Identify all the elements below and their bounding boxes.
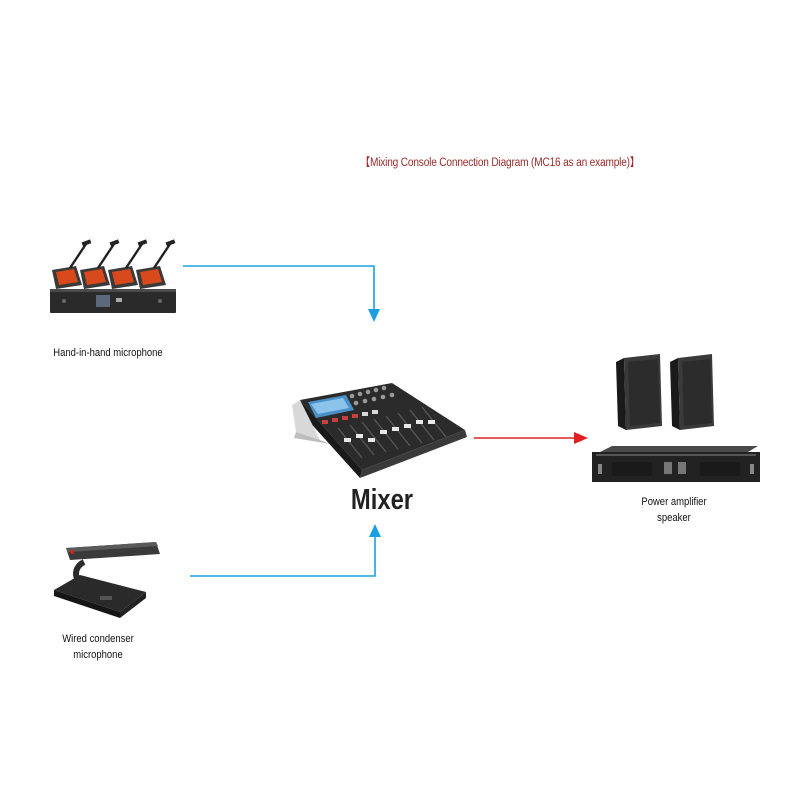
arrow-amp-head bbox=[574, 432, 588, 444]
conference-unit-icon bbox=[108, 239, 148, 289]
conference-unit-icon bbox=[80, 239, 120, 289]
arrow-wired-head bbox=[369, 524, 381, 537]
wired-microphone-label-line2: microphone bbox=[73, 649, 123, 661]
mixer-label: Mixer bbox=[350, 484, 414, 516]
amplifier-label-line1: Power amplifier bbox=[641, 496, 707, 508]
speaker-icon bbox=[616, 354, 662, 430]
arrow-wired-to-mixer bbox=[190, 534, 376, 577]
receiver-rack-icon bbox=[50, 289, 176, 313]
amplifier-label-line2: speaker bbox=[657, 512, 691, 524]
amplifier-icon bbox=[592, 446, 760, 482]
speaker-icon bbox=[670, 354, 714, 430]
handheld-microphone-label: Hand-in-hand microphone bbox=[39, 345, 177, 361]
amplifier-speaker-label: Power amplifier speaker bbox=[605, 494, 743, 526]
conference-unit-icon bbox=[136, 239, 176, 289]
wired-microphone-label-line1: Wired condenser bbox=[62, 633, 134, 645]
arrow-handheld-head bbox=[368, 309, 380, 322]
diagram-title: 【Mixing Console Connection Diagram (MC16… bbox=[360, 157, 640, 169]
conference-unit-icon bbox=[52, 239, 92, 289]
handheld-microphone-label-text: Hand-in-hand microphone bbox=[53, 347, 163, 359]
wired-microphone-label: Wired condenser microphone bbox=[29, 631, 167, 663]
arrow-handheld-to-mixer bbox=[183, 265, 375, 312]
